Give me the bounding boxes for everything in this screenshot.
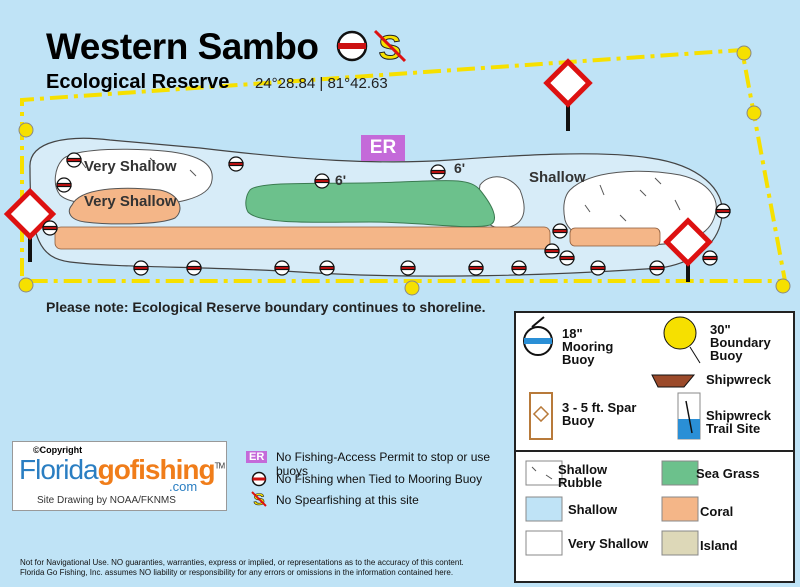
legend-divider (516, 450, 793, 452)
page-title: Western Sambo (46, 26, 319, 67)
page-subtitle: Ecological Reserve (46, 71, 230, 93)
legend-very-shallow: Very Shallow (568, 536, 649, 551)
coral-patch (68, 187, 181, 225)
copyright: ©Copyright (33, 445, 83, 455)
legend-shipwreck-trail: Shipwreck Trail Site (706, 408, 772, 436)
shipwreck-icon (651, 374, 696, 388)
no-spearfishing-icon: S (373, 29, 407, 68)
key-er-text: No Fishing-Access Permit to stop or use … (276, 450, 491, 478)
legend: 18" Mooring Buoy 30" Boundary Buoy Shipw… (514, 311, 795, 583)
shallow-swatch (525, 496, 563, 522)
diamond-marker-top (543, 58, 593, 131)
shallow-label: Shallow (529, 169, 586, 186)
depth-label-right: 6' (454, 160, 466, 176)
brand-credit: Site Drawing by NOAA/FKNMS (37, 495, 176, 506)
legend-mooring-buoy: 18" Mooring Buoy (562, 326, 614, 367)
coordinates: 24°28.84 | 81°42.63 (255, 75, 388, 92)
depth-label-left: 6' (335, 172, 347, 188)
key-er-badge: ER (246, 451, 268, 463)
legend-spar-buoy: 3 - 5 ft. Spar Buoy (562, 400, 637, 428)
brand-name-part1: Florida (19, 454, 99, 485)
shipwreck-trail-icon (677, 392, 701, 440)
boundary-buoys (18, 45, 791, 296)
rubble-swatch (525, 460, 563, 486)
seagrass-swatch (661, 460, 699, 486)
brand-name-part2: gofishing (97, 454, 216, 485)
legend-icons (523, 316, 701, 556)
brand-tm: TM (214, 461, 226, 471)
key-mooring-text: No Fishing when Tied to Mooring Buoy (276, 472, 483, 486)
legend-boundary-buoy: 30" Boundary Buoy (710, 322, 771, 363)
brand-name: FloridagofishingTM (19, 454, 226, 486)
key-spear-text: No Spearfishing at this site (276, 493, 419, 507)
key-mooring-icon (251, 471, 267, 487)
legend-shipwreck: Shipwreck (706, 372, 772, 387)
very-shallow-label-coral: Very Shallow (84, 193, 177, 210)
mooring-buoy-icon (523, 316, 553, 356)
er-map-badge: ER (361, 135, 405, 161)
legend-island: Island (700, 538, 738, 553)
coral-band (54, 226, 661, 250)
boundary-buoy-icon (663, 316, 701, 364)
disclaimer: Not for Navigational Use. NO guaranties,… (20, 558, 464, 578)
key-spear-icon: S (251, 490, 267, 508)
disclaimer-line2: Florida Go Fishing, Inc. assumes NO liab… (20, 568, 454, 577)
sea-grass (245, 179, 495, 228)
coral-swatch (661, 496, 699, 522)
legend-shallow-rubble: Shallow Rubble (558, 462, 608, 490)
island-swatch (661, 530, 699, 556)
er-map-label: ER (369, 137, 397, 158)
brand-logo: ©Copyright FloridagofishingTM .com Site … (12, 441, 227, 511)
diamond-marker-left (3, 187, 57, 262)
boundary-note: Please note: Ecological Reserve boundary… (46, 299, 486, 315)
no-fishing-moored-icon (336, 30, 368, 62)
diamond-marker-right (663, 217, 713, 282)
very-shallow-swatch (525, 530, 563, 556)
legend-coral: Coral (700, 504, 734, 519)
mooring-buoys (42, 152, 731, 276)
regulation-key: ER No Fishing-Access Permit to stop or u… (246, 450, 514, 510)
disclaimer-line1: Not for Navigational Use. NO guaranties,… (20, 558, 464, 567)
legend-sea-grass: Sea Grass (696, 466, 760, 481)
brand-domain: .com (169, 479, 198, 494)
legend-shallow: Shallow (568, 502, 618, 517)
spar-buoy-icon (529, 392, 553, 440)
very-shallow-label-top: Very Shallow (84, 158, 177, 175)
rubble-marks (79, 157, 695, 232)
